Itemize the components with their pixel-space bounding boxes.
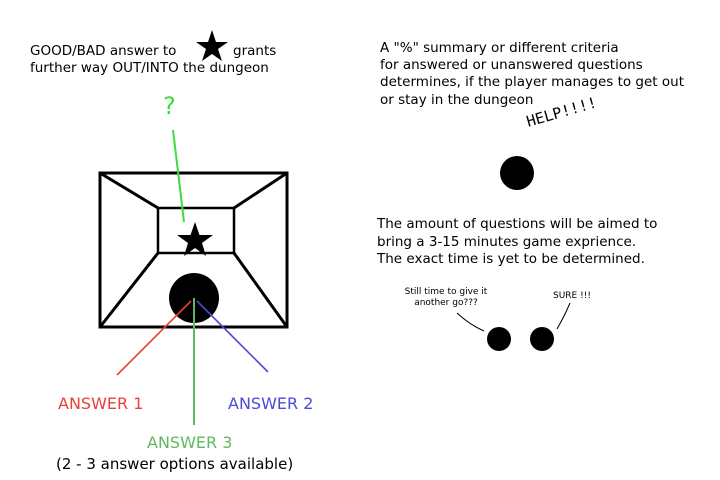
- right-note-line: determines, if the player manages to get…: [380, 74, 685, 90]
- room-edge-bottom-left: [98, 252, 160, 328]
- left-speech-tail: [456, 312, 485, 332]
- time-note-line: The amount of questions will be aimed to: [377, 216, 658, 232]
- answer1-label: ANSWER 1: [58, 394, 144, 413]
- dialogue-character-right: [530, 327, 554, 351]
- answer2-line: [196, 300, 269, 373]
- left-note-line1-start: GOOD/BAD answer to: [30, 43, 177, 59]
- room-back-wall: [156, 206, 236, 255]
- pointer-line: [172, 129, 185, 223]
- time-note-line: The exact time is yet to be determined.: [377, 251, 645, 267]
- room-edge-top-right: [233, 171, 288, 210]
- dialogue-character-left: [487, 327, 511, 351]
- left-speech-line2: another go???: [414, 298, 478, 308]
- room-star-icon: [177, 222, 213, 256]
- right-note-line: for answered or unanswered questions: [380, 57, 643, 73]
- answer3-label: ANSWER 3: [147, 433, 233, 452]
- help-character: [500, 156, 534, 190]
- right-speech: SURE !!!: [553, 291, 591, 301]
- right-speech-tail: [556, 302, 571, 330]
- right-note-line: A "%" summary or different criteria: [380, 40, 619, 56]
- answer1-line: [116, 300, 192, 376]
- left-note-line2: further way OUT/INTO the dungeon: [30, 60, 269, 76]
- right-note-line: or stay in the dungeon: [380, 92, 534, 108]
- question-mark: ?: [163, 92, 176, 120]
- time-note-line: bring a 3-15 minutes game exprience.: [377, 234, 637, 250]
- room-edge-bottom-right: [232, 252, 289, 328]
- left-note-line1-end: grants: [233, 43, 277, 59]
- left-speech-line1: Still time to give it: [404, 287, 488, 297]
- answer-options-note: (2 - 3 answer options available): [56, 455, 294, 473]
- room-edge-top-left: [99, 171, 159, 210]
- header-star-icon: [196, 30, 228, 61]
- answer2-label: ANSWER 2: [228, 394, 314, 413]
